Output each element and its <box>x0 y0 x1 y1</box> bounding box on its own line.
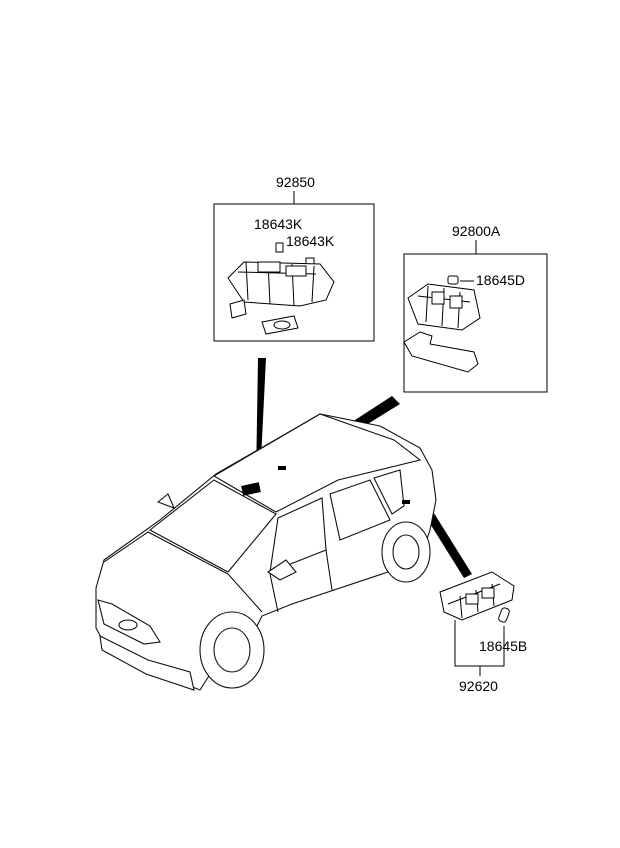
label-92800a: 92800A <box>452 223 501 239</box>
car-windshield <box>148 479 277 573</box>
car-mirror <box>267 559 297 581</box>
car-door-lines <box>269 549 333 613</box>
car-antenna <box>156 493 176 509</box>
car-rear-window <box>329 479 391 541</box>
label-18645d: 18645D <box>476 272 525 288</box>
bulb-18645d <box>447 275 459 285</box>
vehicle-illustration <box>95 413 437 691</box>
bulb-18643k-a <box>275 242 284 253</box>
room-lamp-group: 92800A 18645D <box>403 223 548 393</box>
room-lamp-housing <box>407 283 481 331</box>
marker-room-lamp <box>278 466 286 470</box>
marker-overhead-lamp <box>241 482 261 496</box>
car-hood <box>103 531 263 613</box>
label-92620: 92620 <box>459 678 498 694</box>
car-emblem <box>118 619 138 631</box>
label-18643k-b: 18643K <box>286 233 335 249</box>
car-front-hub <box>213 627 251 673</box>
label-18643k-a: 18643K <box>254 216 303 232</box>
label-18645b: 18645B <box>479 638 527 654</box>
car-rear-hub <box>392 534 420 570</box>
car-quarter-window <box>373 469 405 515</box>
box-92850 <box>213 203 375 342</box>
luggage-lamp-housing <box>439 571 515 621</box>
bulb-18645b <box>498 607 510 623</box>
car-bumper <box>99 635 195 691</box>
overhead-lamp-housing <box>227 261 335 335</box>
car-roof <box>212 413 422 513</box>
room-lamp-lens <box>403 331 479 373</box>
wedge-luggage <box>424 510 472 578</box>
luggage-lamp-group: 18645B 92620 <box>439 571 527 694</box>
label-92850: 92850 <box>276 174 315 190</box>
box-92800a <box>403 253 548 393</box>
overhead-lamp-group: 92850 18643K 18643K <box>213 174 375 342</box>
marker-luggage-lamp <box>402 500 410 504</box>
